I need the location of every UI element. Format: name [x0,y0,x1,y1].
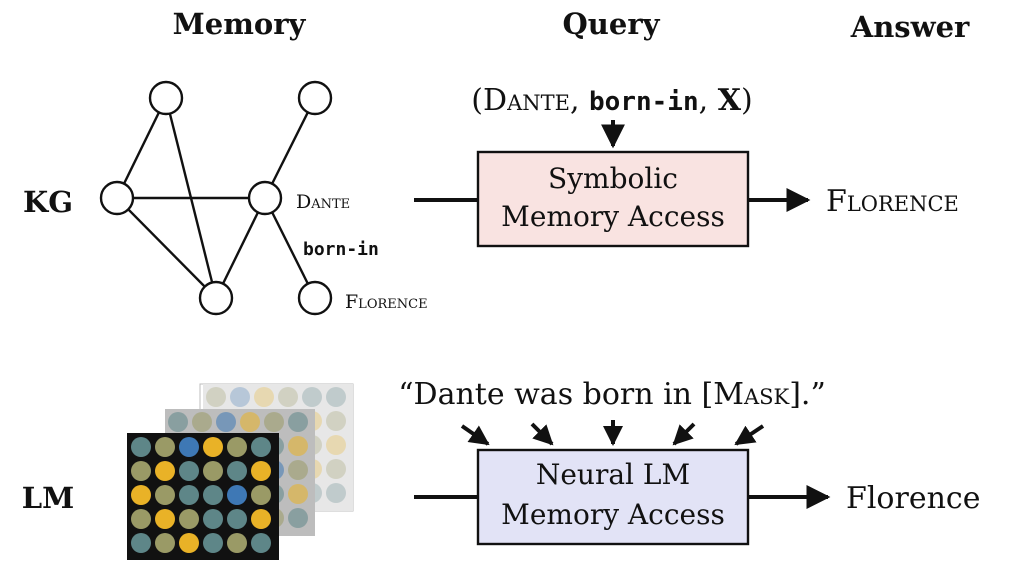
neural-memory-access-box [476,448,750,546]
lm-memory-dot [288,412,308,432]
graph-node-florence [297,280,333,316]
header-memory: Memory [173,7,307,41]
graph-label-born-in: born-in [303,239,379,260]
kg-query-open: ( [471,83,483,118]
graph-edge [263,97,317,199]
lm-memory-dot [155,437,175,457]
lm-memory-dot [155,461,175,481]
lm-memory-dot [203,461,223,481]
lm-memory-dot [227,533,247,553]
lm-memory-dot [203,485,223,505]
lm-memory-dot [131,461,151,481]
graph-node [198,280,234,316]
lm-memory-dot [227,485,247,505]
lm-memory-dot [288,484,308,504]
lm-memory-dot [240,412,260,432]
graph-node [99,180,135,216]
lm-memory-dot [179,461,199,481]
graph-edge [263,197,317,299]
neural-box-line1: Neural LM [536,458,690,491]
lm-memory-dot [227,437,247,457]
lm-memory-dot [155,485,175,505]
kg-query-relation: born-in [589,87,699,117]
graph-edge [116,197,217,299]
lm-memory-dot [251,461,271,481]
lm-memory-dot [264,412,284,432]
graph-label-florence: Florence [345,291,428,313]
lm-memory-dot [251,437,271,457]
graph-node [297,80,333,116]
lm-memory-dot [326,483,346,503]
lm-memory-dot [206,387,226,407]
graph-node [148,80,184,116]
lm-memory-dot [192,412,212,432]
kg-query-sep: , [570,83,589,118]
lm-memory-dot [203,509,223,529]
lm-query-sentence: “Dante was born in [Mask].” [398,377,826,412]
graph-label-dante: Dante [296,191,350,213]
lm-memory-dot [179,533,199,553]
kg-query-triple: (Dante, born-in, X) [471,83,752,118]
header-query: Query [563,7,661,41]
neural-box-line2: Memory Access [501,498,725,531]
lm-memory-dot [288,460,308,480]
lm-memory-dot [155,509,175,529]
lm-memory-dot [203,533,223,553]
kg-query-variable: X [718,83,742,118]
lm-memory-dot [155,533,175,553]
graph-node-dante [247,180,283,216]
lm-memory-dot [288,508,308,528]
lm-memory-dot [131,485,151,505]
lm-memory-dot [131,437,151,457]
lm-memory-dot [203,437,223,457]
lm-memory-dot [326,411,346,431]
lm-memory-dot [251,533,271,553]
lm-memory-stack [127,383,354,560]
lm-memory-dot [131,533,151,553]
lm-memory-dot [251,485,271,505]
lm-layer-front-dots [131,437,271,553]
graph-edge [214,197,267,299]
lm-memory-dot [251,509,271,529]
lm-answer: Florence [846,481,980,516]
symbolic-memory-access-box [476,150,750,248]
header-answer: Answer [850,10,970,44]
lm-memory-dot [254,387,274,407]
lm-query-arrow [734,424,765,446]
lm-memory-dot [168,412,188,432]
lm-memory-dot [326,459,346,479]
lm-memory-dot [326,435,346,455]
lm-memory-dot [179,509,199,529]
lm-query-arrow [672,422,696,446]
lm-memory-dot [227,461,247,481]
lm-memory-dot [302,387,322,407]
lm-query-post: ].” [789,377,826,412]
lm-query-pre: “Dante was born in [ [398,377,713,412]
row-label-lm: LM [22,481,75,515]
lm-memory-dot [131,509,151,529]
lm-query-mask: Mask [713,377,789,412]
lm-memory-dot [216,412,236,432]
kg-answer: Florence [826,184,959,219]
symbolic-box-line1: Symbolic [548,162,678,195]
kg-query-sep: , [699,83,718,118]
graph-edge [115,97,168,199]
kg-query-entity: Dante [483,83,570,118]
lm-memory-dot [179,437,199,457]
lm-memory-dot [230,387,250,407]
lm-memory-dot [326,387,346,407]
knowledge-graph: Dante born-in Florence [99,80,428,316]
lm-memory-dot [227,509,247,529]
lm-query-arrow [530,422,554,446]
kg-query-close: ) [741,83,753,118]
row-label-kg: KG [23,185,73,219]
lm-query-arrow [460,424,490,446]
lm-memory-dot [278,387,298,407]
lm-memory-dot [179,485,199,505]
symbolic-box-line2: Memory Access [501,200,725,233]
lm-memory-dot [288,436,308,456]
